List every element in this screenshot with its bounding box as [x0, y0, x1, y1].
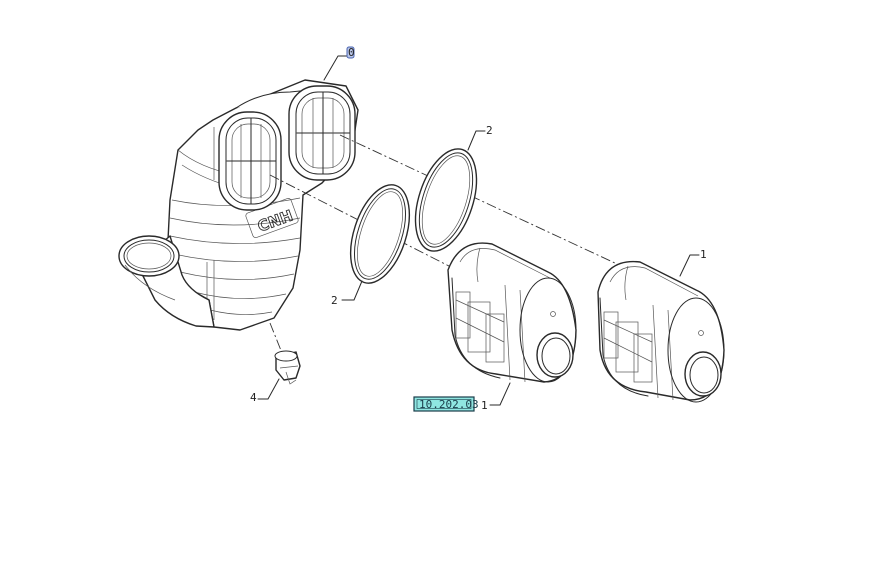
reference-tag-link[interactable]: 10.202.03: [413, 396, 479, 412]
filter-cartridge-left: [447, 242, 577, 383]
callout-main-assembly: 0: [323, 46, 355, 81]
filter-cartridge-right: [597, 260, 725, 403]
air-cleaner-housing: CNH: [118, 79, 359, 331]
callout-filter-right: 1: [679, 248, 707, 277]
svg-text:2: 2: [331, 294, 338, 307]
callout-filter-left: 1: [481, 382, 511, 412]
svg-text:2: 2: [486, 124, 493, 137]
svg-text:1: 1: [700, 248, 707, 261]
svg-text:4: 4: [250, 391, 257, 404]
dust-valve: [274, 350, 301, 385]
gasket-lower: [349, 184, 411, 284]
svg-text:10.202.03: 10.202.03: [419, 398, 479, 411]
callout-gasket-upper: 2: [467, 124, 493, 151]
svg-text:1: 1: [481, 399, 488, 412]
twin-outlet-ports: [218, 85, 356, 211]
callout-valve: 4: [250, 378, 280, 404]
gasket-upper: [414, 148, 478, 252]
hotspot-main-assembly[interactable]: 0: [346, 46, 355, 59]
svg-text:0: 0: [348, 46, 355, 59]
callout-gasket-lower: 2: [331, 280, 363, 307]
intake-duct: [118, 235, 215, 328]
